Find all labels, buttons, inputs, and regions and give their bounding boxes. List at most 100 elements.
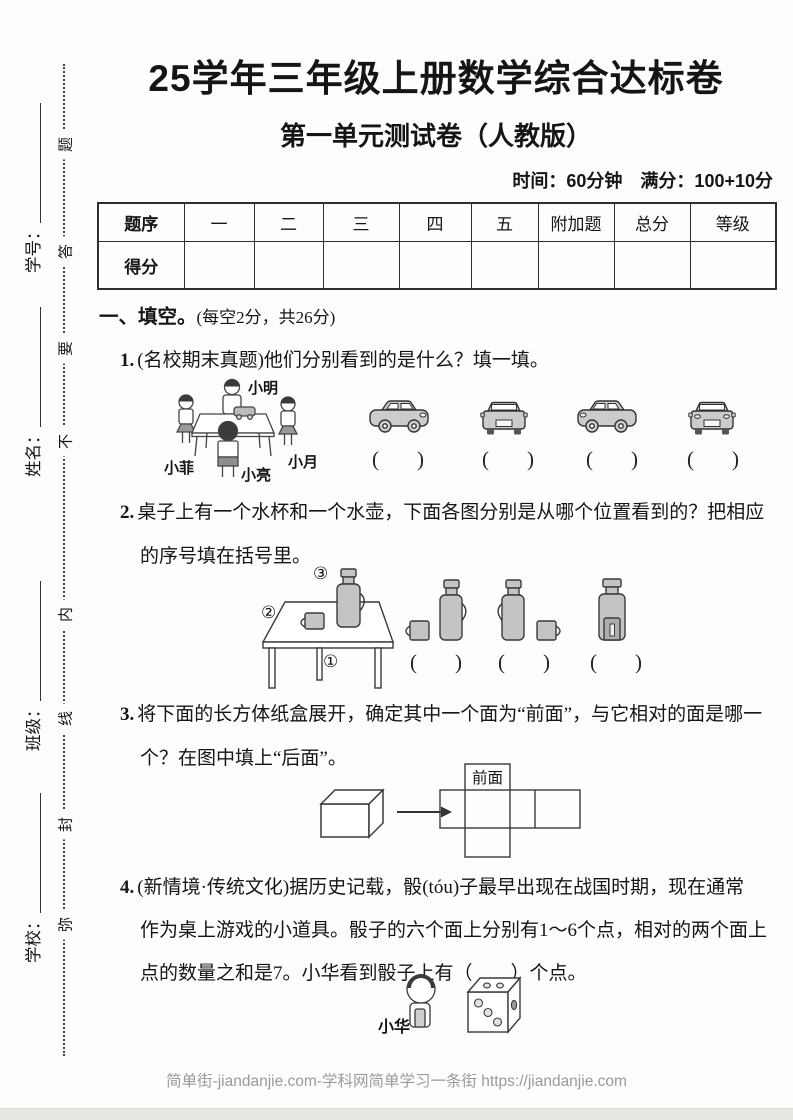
question-4-body-line1: 据历史记载，骰(tóu)子最早出现在战国时期，现在通常 bbox=[289, 877, 745, 898]
seal-char: 不 bbox=[50, 426, 80, 457]
score-table-header: 二 bbox=[253, 202, 324, 242]
answer-blank: () bbox=[498, 650, 550, 675]
question-4-number: 4. bbox=[120, 877, 135, 898]
score-cell bbox=[470, 241, 539, 290]
position-label-3: ③ bbox=[313, 564, 329, 583]
name-blank-line bbox=[40, 307, 41, 428]
net-front-face-label: 前面 bbox=[471, 770, 503, 787]
school-field: 学校： bbox=[22, 793, 44, 963]
box-net-diagram bbox=[439, 763, 581, 858]
paren-close: ) bbox=[631, 447, 638, 471]
paren-close: ) bbox=[417, 447, 424, 471]
question-2-text-line2: 的序号填在括号里。 bbox=[140, 546, 312, 567]
question-3-text-line2: 个？在图中填上“后面”。 bbox=[140, 748, 347, 769]
paren-close: ) bbox=[527, 447, 534, 471]
seal-char: 内 bbox=[50, 599, 80, 630]
paren-open: ( bbox=[590, 650, 597, 674]
score-cell bbox=[689, 241, 777, 290]
seal-char: 弥 bbox=[50, 909, 80, 940]
student-id-label: 学号： bbox=[24, 223, 43, 274]
car-side-view-right-icon bbox=[369, 400, 429, 433]
score-cell bbox=[322, 241, 400, 290]
car-rear-view-icon bbox=[480, 401, 528, 435]
scan-edge-strip bbox=[0, 1108, 793, 1120]
paren-open: ( bbox=[687, 447, 694, 471]
score-cell bbox=[183, 241, 255, 290]
seal-char: 答 bbox=[50, 236, 80, 267]
question-3-body-line1: 将下面的长方体纸盒展开，确定其中一个面为“前面”，与它相对的面是哪一 bbox=[137, 704, 763, 725]
seal-char: 要 bbox=[50, 333, 80, 364]
kid-name-top: 小明 bbox=[248, 381, 279, 397]
paren-close: ) bbox=[732, 447, 739, 471]
answer-blank: () bbox=[372, 447, 424, 472]
question-3-text-line1: 3.将下面的长方体纸盒展开，确定其中一个面为“前面”，与它相对的面是哪一 bbox=[120, 699, 762, 726]
question-1-number: 1. bbox=[120, 350, 135, 371]
cuboid-box-icon bbox=[319, 788, 385, 839]
name-field: 姓名： bbox=[22, 307, 44, 477]
paren-open: ( bbox=[372, 447, 379, 471]
score-cell bbox=[613, 241, 691, 290]
score-cell bbox=[253, 241, 324, 290]
footer-watermark: 简单街-jiandanjie.com-学科网简单学习一条街 https://ji… bbox=[166, 1073, 627, 1090]
class-blank-line bbox=[40, 581, 41, 702]
page-title: 25学年三年级上册数学综合达标卷 bbox=[148, 58, 724, 99]
question-4-tag: (新情境·传统文化) bbox=[137, 877, 290, 898]
section-one-title: 一、填空。 bbox=[99, 307, 197, 328]
score-table-header: 附加题 bbox=[537, 202, 615, 242]
car-front-view-icon bbox=[688, 401, 736, 435]
paren-close: ) bbox=[635, 650, 642, 674]
question-1-body: 他们分别看到的是什么？填一填。 bbox=[263, 350, 549, 371]
score-cell bbox=[537, 241, 615, 290]
school-blank-line bbox=[40, 793, 41, 914]
seal-char: 线 bbox=[50, 703, 80, 734]
time-score-info: 时间：60分钟 满分：100+10分 bbox=[512, 171, 773, 191]
section-one-heading: 一、填空。(每空2分，共26分) bbox=[99, 300, 335, 329]
score-table-header: 总分 bbox=[613, 202, 691, 242]
position-label-1: ① bbox=[323, 652, 339, 671]
question-4-text-line1: 4.(新情境·传统文化)据历史记载，骰(tóu)子最早出现在战国时期，现在通常 bbox=[120, 872, 744, 899]
view-kettle-left-cup-right-icon bbox=[497, 579, 561, 641]
dice-icon bbox=[466, 976, 522, 1034]
score-table-header: 等级 bbox=[689, 202, 777, 242]
section-one-note: (每空2分，共26分) bbox=[196, 308, 336, 327]
arrow-right-icon bbox=[397, 806, 452, 818]
seal-char: 题 bbox=[50, 129, 80, 160]
kid-name-bottom: 小亮 bbox=[241, 468, 272, 484]
position-label-2: ② bbox=[261, 603, 277, 622]
view-kettle-front-cup-in-front-icon bbox=[598, 578, 626, 641]
seal-dotted-line bbox=[63, 64, 65, 1056]
name-label: 姓名： bbox=[24, 427, 43, 478]
answer-blank: () bbox=[410, 650, 462, 675]
answer-blank: () bbox=[590, 650, 642, 675]
seal-char: 封 bbox=[50, 809, 80, 840]
answer-blank: () bbox=[586, 447, 638, 472]
school-label: 学校： bbox=[24, 913, 43, 964]
boy-looking-at-dice-illustration bbox=[406, 974, 436, 1028]
question-2-text-line1: 2.桌子上有一个水杯和一个水壶，下面各图分别是从哪个位置看到的？把相应 bbox=[120, 497, 764, 524]
boy-name-label: 小华 bbox=[378, 1019, 411, 1036]
class-field: 班级： bbox=[22, 581, 44, 751]
score-row-label: 得分 bbox=[97, 241, 185, 290]
answer-blank: () bbox=[482, 447, 534, 472]
kids-around-table-illustration bbox=[175, 378, 299, 477]
student-id-blank-line bbox=[40, 103, 41, 224]
score-table-header: 一 bbox=[183, 202, 255, 242]
question-4-text-line2: 作为桌上游戏的小道具。骰子的六个面上分别有1～6个点，相对的两个面上 bbox=[140, 920, 768, 941]
paren-close: ) bbox=[455, 650, 462, 674]
car-side-view-left-icon bbox=[577, 400, 637, 433]
paren-close: ) bbox=[543, 650, 550, 674]
paren-open: ( bbox=[498, 650, 505, 674]
table-with-cup-and-kettle-illustration bbox=[261, 568, 394, 689]
class-label: 班级： bbox=[24, 701, 43, 752]
score-cell bbox=[398, 241, 472, 290]
kid-name-left: 小菲 bbox=[164, 461, 195, 477]
score-table: 题序 一 二 三 四 五 附加题 总分 等级 得分 bbox=[97, 202, 777, 290]
score-table-header: 四 bbox=[398, 202, 472, 242]
score-table-header: 题序 bbox=[97, 202, 185, 242]
paren-open: ( bbox=[482, 447, 489, 471]
score-table-header: 三 bbox=[322, 202, 400, 242]
answer-blank: () bbox=[687, 447, 739, 472]
question-4-text-line3: 点的数量之和是7。小华看到骰子上有（ ）个点。 bbox=[140, 963, 587, 984]
paren-open: ( bbox=[586, 447, 593, 471]
